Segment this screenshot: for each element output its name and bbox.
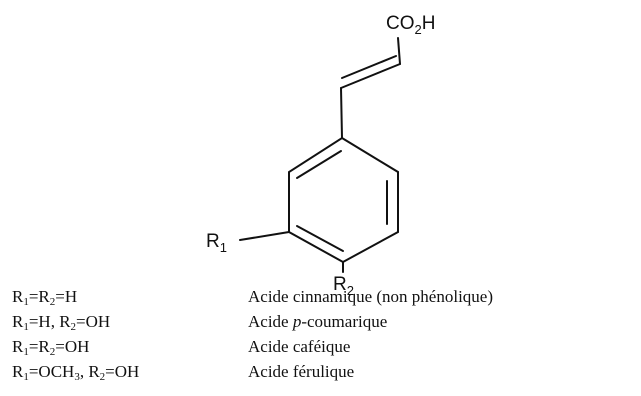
text-run: =OH <box>76 312 111 331</box>
acid-name: Acide caféique <box>248 337 350 357</box>
text-run: 1 <box>23 321 29 333</box>
substituent-definition: R1=OCH3, R2=OH <box>12 362 140 383</box>
text-run: 2 <box>70 321 77 333</box>
acid-name: Acide cinnamique (non phénolique) <box>248 287 493 307</box>
text-run: 2 <box>99 371 106 383</box>
substituent-definition: R1=R2=H <box>12 287 78 308</box>
text-run: =R <box>28 337 50 356</box>
text-run: 2 <box>49 346 56 358</box>
text-run: R <box>12 337 24 356</box>
text-run: 1 <box>23 371 29 383</box>
acid-name: Acide p-coumarique <box>248 312 387 332</box>
text-run: -coumarique <box>301 312 388 331</box>
text-run: R <box>12 287 24 306</box>
benzene-ring <box>288 136 399 264</box>
acid-name: Acide férulique <box>248 362 354 382</box>
text-run: =OH <box>105 362 140 381</box>
ring-double-bond-top-left <box>296 150 342 179</box>
ring-double-bond-bottom-left <box>296 225 344 252</box>
text-run: =OCH <box>28 362 75 381</box>
substituent-definition: R1=R2=OH <box>12 337 90 358</box>
substituent-definition: R1=H, R2=OH <box>12 312 111 333</box>
text-run: Acide caféique <box>248 337 351 356</box>
text-run: Acide <box>248 312 293 331</box>
text-run: =H <box>55 287 78 306</box>
text-run: , R <box>79 362 100 381</box>
text-run: =R <box>28 287 50 306</box>
r1-label: R1 <box>206 231 227 255</box>
text-run: Acide cinnamique (non phénolique) <box>248 287 494 306</box>
carboxyl-label: CO2H <box>386 13 435 37</box>
bond-r1 <box>239 231 290 241</box>
bond-vinyl-double-a <box>340 63 401 89</box>
bond-carboxyl <box>397 37 401 65</box>
text-run: 1 <box>23 296 29 308</box>
bond-vinyl-double-b <box>341 55 397 79</box>
text-run: R <box>12 362 24 381</box>
text-run: R <box>12 312 24 331</box>
text-run: =H, R <box>28 312 71 331</box>
text-run: p <box>292 312 302 331</box>
r2-label: R2 <box>333 274 354 298</box>
text-run: Acide férulique <box>248 362 355 381</box>
text-run: 3 <box>74 371 80 383</box>
text-run: 2 <box>49 296 56 308</box>
bond-vinyl-ring <box>340 87 343 139</box>
text-run: 1 <box>23 346 29 358</box>
text-run: =OH <box>55 337 90 356</box>
